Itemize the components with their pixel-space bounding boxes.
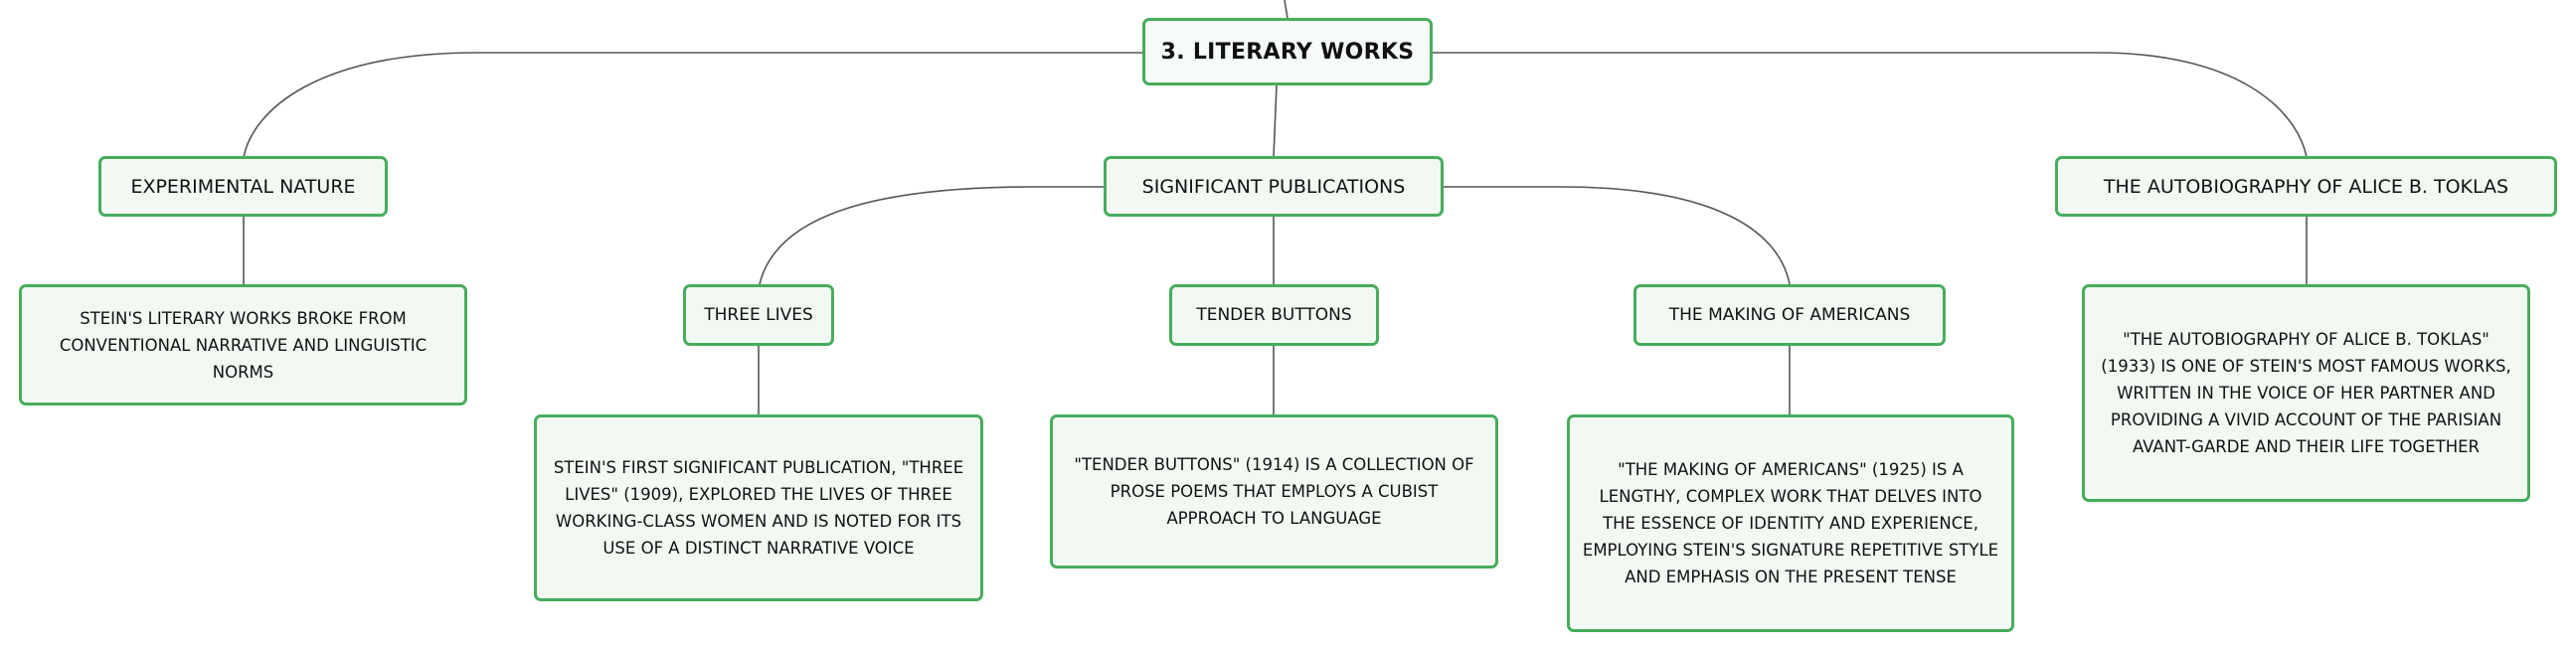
leaf-node-autobiography-detail[interactable]: "THE AUTOBIOGRAPHY OF ALICE B. TOKLAS" (… xyxy=(2082,284,2530,502)
leaf-node-three-lives-detail[interactable]: STEIN'S FIRST SIGNIFICANT PUBLICATION, "… xyxy=(534,414,983,601)
branch-node-significant-publications[interactable]: SIGNIFICANT PUBLICATIONS xyxy=(1104,156,1444,217)
connector-root-experimental xyxy=(243,52,1142,158)
branch-node-label: THE AUTOBIOGRAPHY OF ALICE B. TOKLAS xyxy=(2103,175,2509,198)
topic-node-the-making-of-americans[interactable]: THE MAKING OF AMERICANS xyxy=(1633,284,1946,346)
root-node-label: 3. LITERARY WORKS xyxy=(1160,39,1415,65)
topic-node-label: THE MAKING OF AMERICANS xyxy=(1668,305,1911,325)
connector-publications-three-lives xyxy=(759,186,1104,285)
topic-node-label: THREE LIVES xyxy=(704,305,813,325)
leaf-node-tender-buttons-detail[interactable]: "TENDER BUTTONS" (1914) IS A COLLECTION … xyxy=(1050,414,1498,569)
leaf-node-text: STEIN'S LITERARY WORKS BROKE FROM CONVEN… xyxy=(59,308,428,382)
branch-node-label: SIGNIFICANT PUBLICATIONS xyxy=(1141,175,1406,198)
connector-parent-root xyxy=(1284,0,1288,19)
leaf-node-text: "THE MAKING OF AMERICANS" (1925) IS A LE… xyxy=(1582,460,1999,586)
leaf-node-text: STEIN'S FIRST SIGNIFICANT PUBLICATION, "… xyxy=(553,458,964,558)
branch-node-experimental-nature[interactable]: EXPERIMENTAL NATURE xyxy=(98,156,388,217)
leaf-node-text: "THE AUTOBIOGRAPHY OF ALICE B. TOKLAS" (… xyxy=(2101,330,2511,456)
leaf-node-text: "TENDER BUTTONS" (1914) IS A COLLECTION … xyxy=(1074,455,1474,528)
topic-node-three-lives[interactable]: THREE LIVES xyxy=(683,284,834,346)
connector-publications-making-of-americans xyxy=(1444,186,1791,285)
connector-root-publications xyxy=(1273,84,1278,158)
leaf-node-making-of-americans-detail[interactable]: "THE MAKING OF AMERICANS" (1925) IS A LE… xyxy=(1567,414,2014,632)
leaf-node-experimental-nature-detail[interactable]: STEIN'S LITERARY WORKS BROKE FROM CONVEN… xyxy=(19,284,467,406)
root-node-literary-works[interactable]: 3. LITERARY WORKS xyxy=(1142,18,1433,85)
topic-node-label: TENDER BUTTONS xyxy=(1196,305,1352,325)
branch-node-label: EXPERIMENTAL NATURE xyxy=(130,175,356,198)
branch-node-autobiography-of-alice-b-toklas[interactable]: THE AUTOBIOGRAPHY OF ALICE B. TOKLAS xyxy=(2055,156,2557,217)
topic-node-tender-buttons[interactable]: TENDER BUTTONS xyxy=(1169,284,1379,346)
connector-root-autobiography xyxy=(1433,52,2308,158)
